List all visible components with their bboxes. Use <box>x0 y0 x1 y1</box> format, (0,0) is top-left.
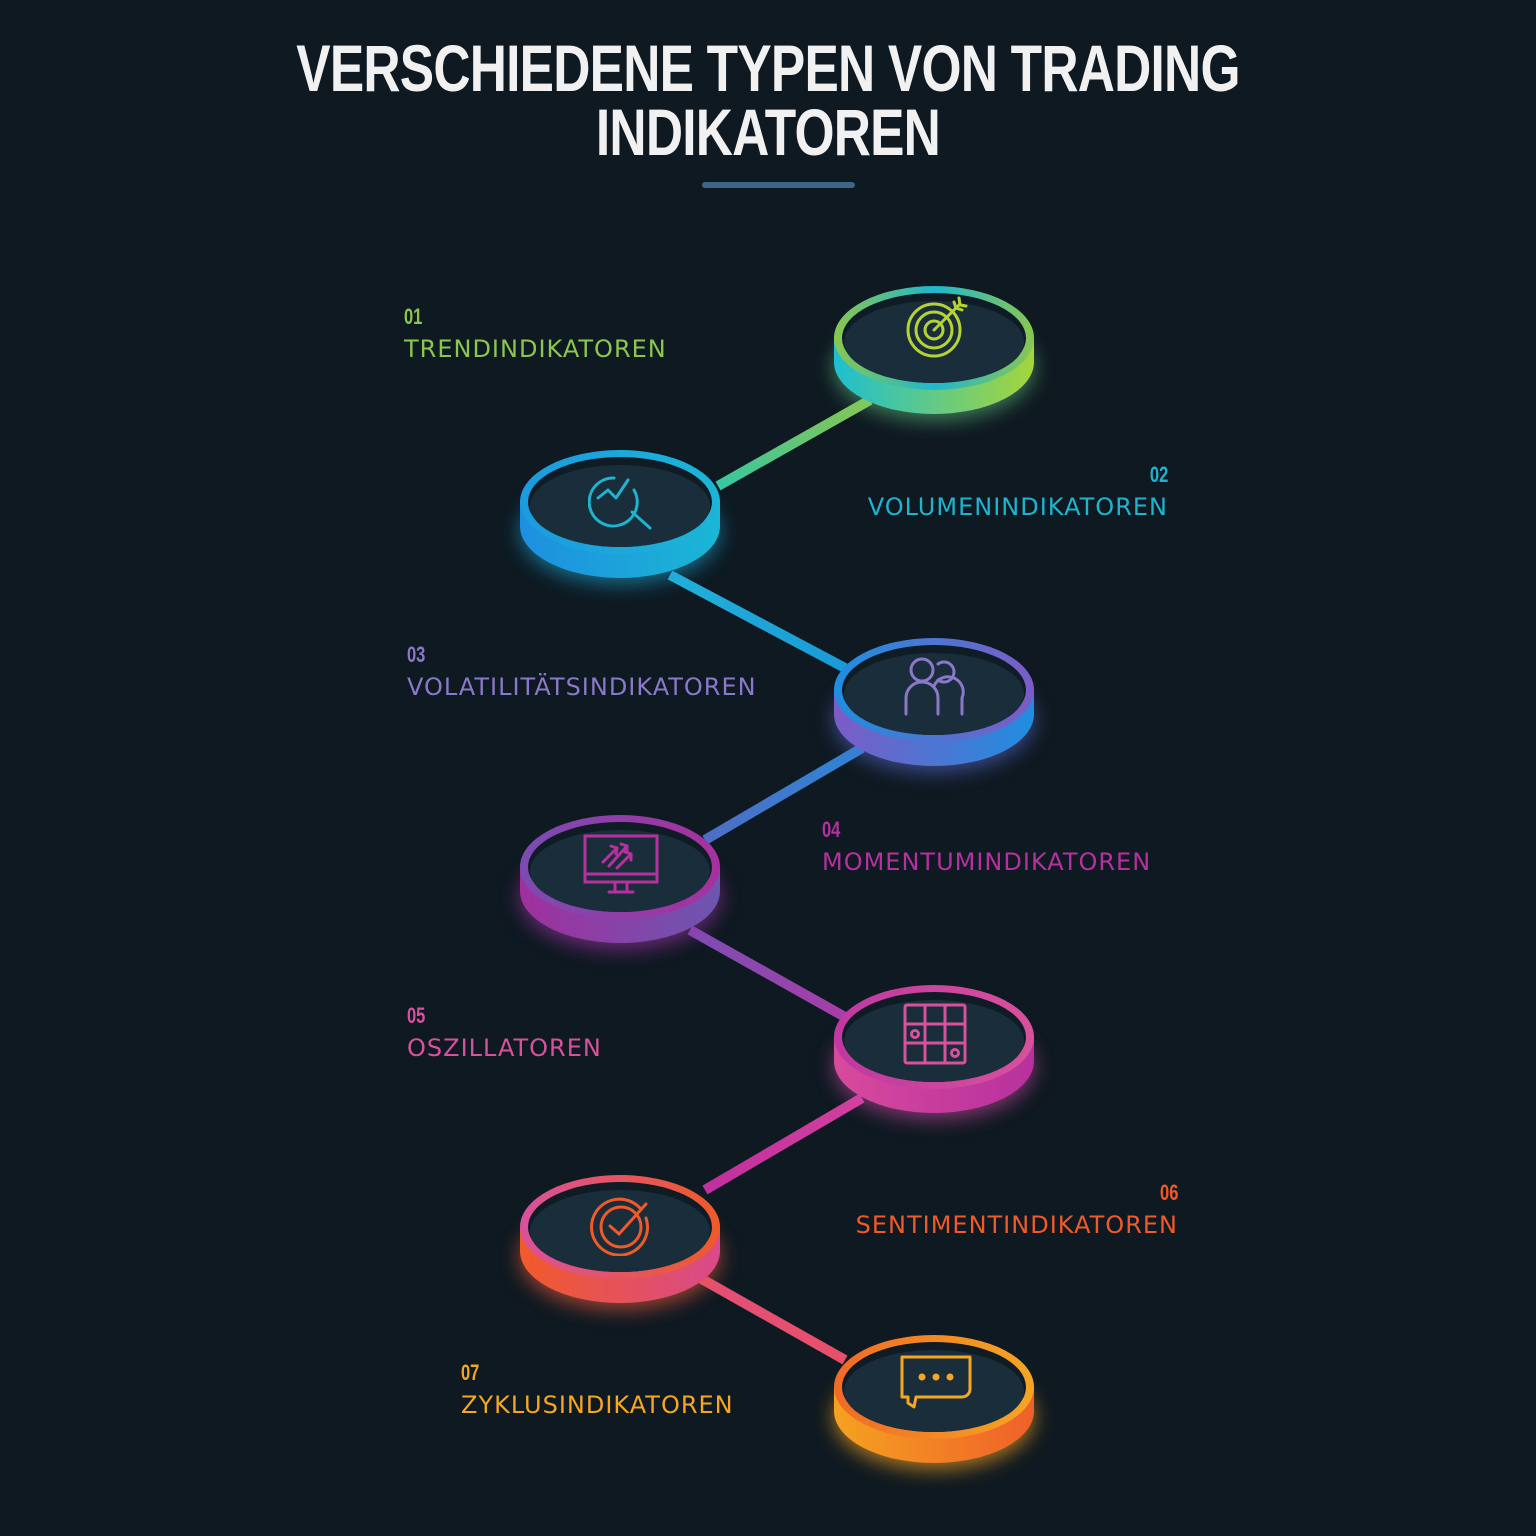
item-06: 06 SENTIMENTINDIKATOREN <box>856 1182 1178 1240</box>
disc-03 <box>834 628 1034 778</box>
disc-05 <box>834 975 1034 1125</box>
item-04: 04 MOMENTUMINDIKATOREN <box>822 819 1151 877</box>
item-02: 02 VOLUMENINDIKATOREN <box>868 464 1168 522</box>
item-number: 02 <box>1149 462 1168 487</box>
title-line-2: INDIKATOREN <box>595 95 941 169</box>
monitor-arrows-icon <box>583 834 659 894</box>
item-number: 04 <box>822 817 841 842</box>
target-arrow-icon <box>906 296 968 358</box>
chat-bubble-icon <box>900 1355 972 1409</box>
item-name: MOMENTUMINDIKATOREN <box>822 848 1152 876</box>
magnifier-chart-icon <box>588 476 652 530</box>
item-number: 07 <box>461 1360 480 1385</box>
item-03: 03 VOLATILITÄTSINDIKATOREN <box>407 644 757 702</box>
item-name: SENTIMENTINDIKATOREN <box>855 1211 1178 1239</box>
item-name: OSZILLATOREN <box>407 1034 602 1062</box>
title-underline <box>702 182 855 188</box>
page-title: VERSCHIEDENE TYPEN VON TRADING INDIKATOR… <box>169 31 1367 169</box>
item-number: 03 <box>407 642 426 667</box>
item-01: 01 TRENDINDIKATOREN <box>404 306 667 364</box>
disc-02 <box>520 440 720 590</box>
item-05: 05 OSZILLATOREN <box>407 1005 602 1063</box>
check-circle-icon <box>590 1197 650 1256</box>
disc-07 <box>834 1325 1034 1475</box>
item-name: TRENDINDIKATOREN <box>404 335 667 363</box>
grid-icon <box>903 1003 967 1065</box>
item-number: 05 <box>407 1003 426 1028</box>
item-number: 01 <box>404 304 423 329</box>
item-name: VOLATILITÄTSINDIKATOREN <box>407 673 757 701</box>
item-number: 06 <box>1159 1180 1178 1205</box>
title-line-1: VERSCHIEDENE TYPEN VON TRADING <box>296 31 1240 105</box>
users-icon <box>904 657 965 716</box>
item-name: ZYKLUSINDIKATOREN <box>461 1391 734 1419</box>
item-07: 07 ZYKLUSINDIKATOREN <box>461 1362 734 1420</box>
item-name: VOLUMENINDIKATOREN <box>867 493 1168 521</box>
